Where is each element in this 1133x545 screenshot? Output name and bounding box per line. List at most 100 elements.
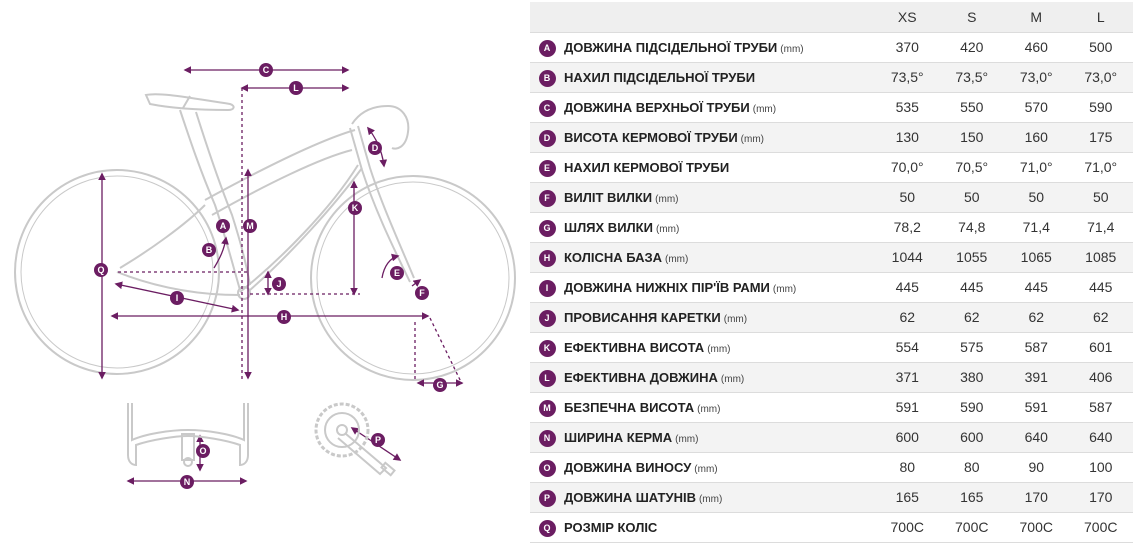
row-measurement-name: ВИЛІТ ВИЛКИ xyxy=(564,189,653,205)
row-value-l: 601 xyxy=(1089,339,1113,355)
marker-i: I xyxy=(170,291,184,305)
marker-n: N xyxy=(180,475,194,489)
row-unit: (mm) xyxy=(707,343,731,355)
row-letter-badge: M xyxy=(538,399,556,417)
row-letter-badge: B xyxy=(538,69,556,87)
row-value-m: 170 xyxy=(1024,489,1048,505)
row-letter-cell: C xyxy=(530,92,564,122)
marker-h: H xyxy=(277,310,291,324)
row-value-m: 62 xyxy=(1028,309,1045,325)
row-value-l: 445 xyxy=(1089,279,1113,295)
row-value-xs: 535 xyxy=(895,99,919,115)
marker-g: G xyxy=(433,378,447,392)
header-name xyxy=(564,2,875,32)
row-value-s: 600 xyxy=(960,429,984,445)
row-letter-badge: L xyxy=(538,369,556,387)
marker-j: J xyxy=(272,277,286,291)
row-unit: (mm) xyxy=(655,193,679,205)
row-letter-cell: D xyxy=(530,122,564,152)
row-unit: (mm) xyxy=(723,313,748,325)
row-letter-badge: F xyxy=(538,189,556,207)
row-value-s: 50 xyxy=(963,189,980,205)
letter-markers: C L D K A M B Q E J F I H G P O N xyxy=(94,63,447,489)
row-value-xs: 73,5° xyxy=(890,69,924,85)
row-measurement-name: ШИРИНА КЕРМА xyxy=(564,429,673,445)
row-letter-badge: C xyxy=(538,99,556,117)
handlebar-drawing xyxy=(127,403,249,467)
row-value-m: 50 xyxy=(1028,189,1045,205)
row-value-xs: 62 xyxy=(899,309,916,325)
row-letter-badge: A xyxy=(538,39,556,57)
row-letter-badge: O xyxy=(538,459,556,477)
row-unit: (mm) xyxy=(698,493,723,505)
row-letter-cell: E xyxy=(530,152,564,182)
row-name-cell: ПРОВИСАННЯ КАРЕТКИ(mm) xyxy=(564,302,875,332)
row-name-cell: ВИСОТА КЕРМОВОЇ ТРУБИ(mm) xyxy=(564,122,875,152)
row-unit: (mm) xyxy=(694,463,718,475)
row-letter-cell: H xyxy=(530,242,564,272)
svg-text:G: G xyxy=(436,380,443,390)
row-measurement-name: ДОВЖИНА ПІДСІДЕЛЬНОЇ ТРУБИ xyxy=(564,39,778,55)
header-size-l: L xyxy=(1096,8,1105,25)
row-value-xs: 700C xyxy=(890,519,924,535)
row-value-xs: 445 xyxy=(895,279,919,295)
row-name-cell: ВИЛІТ ВИЛКИ(mm) xyxy=(564,182,875,212)
svg-text:H: H xyxy=(281,312,288,322)
row-measurement-name: КОЛІСНА БАЗА xyxy=(564,249,663,265)
row-letter-cell: F xyxy=(530,182,564,212)
row-value-xs: 70,0° xyxy=(890,159,924,175)
marker-p: P xyxy=(371,433,385,447)
row-value-m: 445 xyxy=(1024,279,1048,295)
row-value-s: 700C xyxy=(955,519,989,535)
row-value-l: 73,0° xyxy=(1084,69,1118,85)
header-size-s: S xyxy=(967,8,977,25)
svg-text:D: D xyxy=(372,143,379,153)
row-value-s: 80 xyxy=(963,459,980,475)
row-value-l: 71,0° xyxy=(1084,159,1118,175)
row-value-m: 391 xyxy=(1024,369,1048,385)
marker-e: E xyxy=(390,266,404,280)
row-letter-badge: Q xyxy=(538,519,556,537)
row-letter-cell: G xyxy=(530,212,564,242)
row-unit: (mm) xyxy=(675,433,699,445)
row-value-xs: 600 xyxy=(895,429,919,445)
row-letter-badge: H xyxy=(538,249,556,267)
row-letter-badge: P xyxy=(538,489,556,507)
row-letter-badge: E xyxy=(538,159,556,177)
row-measurement-name: ДОВЖИНА ШАТУНІВ xyxy=(564,489,696,505)
row-letter-cell: B xyxy=(530,62,564,92)
row-value-m: 71,4 xyxy=(1022,219,1050,235)
row-measurement-name: НАХИЛ ПІДСІДЕЛЬНОЇ ТРУБИ xyxy=(564,69,756,85)
marker-o: O xyxy=(196,444,210,458)
row-value-m: 640 xyxy=(1024,429,1048,445)
svg-text:C: C xyxy=(263,65,270,75)
row-value-s: 445 xyxy=(960,279,984,295)
row-name-cell: КОЛІСНА БАЗА(mm) xyxy=(564,242,875,272)
row-name-cell: ШИРИНА КЕРМА(mm) xyxy=(564,422,875,452)
row-unit: (mm) xyxy=(780,43,804,55)
svg-text:L: L xyxy=(293,83,299,93)
row-value-s: 165 xyxy=(960,489,984,505)
row-measurement-name: ШЛЯХ ВИЛКИ xyxy=(564,219,653,235)
row-value-xs: 370 xyxy=(895,39,919,55)
row-value-s: 70,5° xyxy=(955,159,989,175)
row-measurement-name: ЕФЕКТИВНА ДОВЖИНА xyxy=(564,369,718,385)
row-value-xs: 50 xyxy=(899,189,916,205)
row-value-l: 590 xyxy=(1089,99,1113,115)
row-value-m: 71,0° xyxy=(1019,159,1053,175)
row-value-l: 587 xyxy=(1089,399,1113,415)
row-name-cell: ЕФЕКТИВНА ВИСОТА(mm) xyxy=(564,332,875,362)
crankset-drawing xyxy=(314,402,396,477)
row-name-cell: ШЛЯХ ВИЛКИ(mm) xyxy=(564,212,875,242)
row-value-xs: 371 xyxy=(895,369,919,385)
row-value-s: 575 xyxy=(960,339,984,355)
svg-text:E: E xyxy=(394,268,400,278)
